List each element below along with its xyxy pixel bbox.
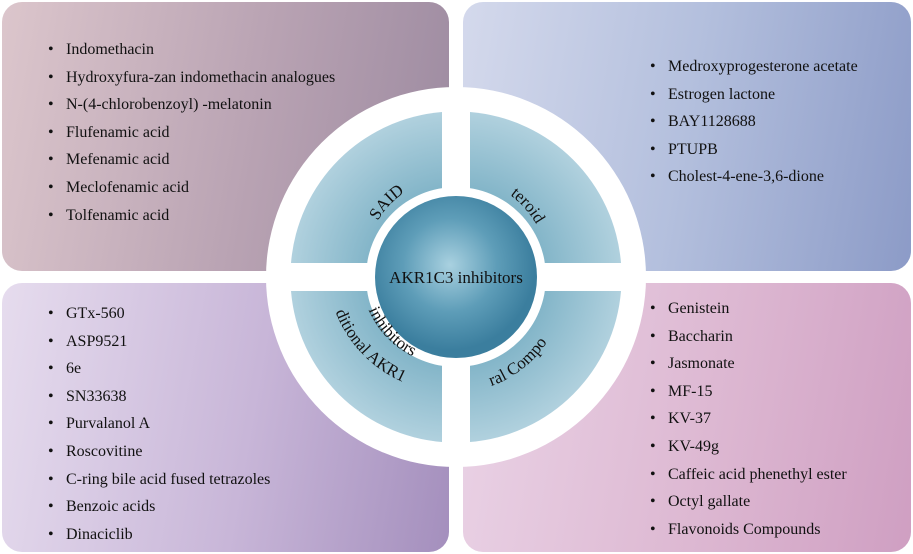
list-item: GTx-560 (48, 300, 270, 328)
list-item: Genistein (650, 295, 847, 323)
list-item: Benzoic acids (48, 493, 270, 521)
list-item: Flavonoids Compounds (650, 516, 847, 544)
center-circle (375, 196, 537, 358)
list-item: 6e (48, 355, 270, 383)
list-item: Hydroxyfura-zan indomethacin analogues (48, 64, 335, 92)
list-item: Indomethacin (48, 36, 335, 64)
list-item: C-ring bile acid fused tetrazoles (48, 466, 270, 494)
list-item: KV-37 (650, 405, 847, 433)
list-item: Caffeic acid phenethyl ester (650, 461, 847, 489)
list-item: Medroxyprogesterone acetate (650, 53, 858, 81)
center-label: AKR1C3 inhibitors (389, 268, 523, 287)
additional-inhibitors-list: GTx-560ASP95216eSN33638Purvalanol ARosco… (48, 300, 270, 548)
list-item: Jasmonate (650, 350, 847, 378)
list-item: PTUPB (650, 136, 858, 164)
list-item: Baccharin (650, 323, 847, 351)
list-item: Roscovitine (48, 438, 270, 466)
list-item: Flufenamic acid (48, 119, 335, 147)
list-item: BAY1128688 (650, 108, 858, 136)
list-item: Estrogen lactone (650, 81, 858, 109)
list-item: N-(4-chlorobenzoyl) -melatonin (48, 91, 335, 119)
list-item: Octyl gallate (650, 488, 847, 516)
list-item: ASP9521 (48, 328, 270, 356)
list-item: Tolfenamic acid (48, 202, 335, 230)
list-item: MF-15 (650, 378, 847, 406)
list-item: Meclofenamic acid (48, 174, 335, 202)
nsaids-list: IndomethacinHydroxyfura-zan indomethacin… (48, 36, 335, 229)
list-item: Dinaciclib (48, 521, 270, 549)
list-item: KV-49g (650, 433, 847, 461)
list-item: Purvalanol A (48, 410, 270, 438)
list-item: SN33638 (48, 383, 270, 411)
list-item: Cholest-4-ene-3,6-dione (650, 163, 858, 191)
steroids-list: Medroxyprogesterone acetateEstrogen lact… (650, 53, 858, 191)
natural-compounds-list: GenisteinBaccharinJasmonateMF-15KV-37KV-… (650, 295, 847, 543)
list-item: Mefenamic acid (48, 146, 335, 174)
